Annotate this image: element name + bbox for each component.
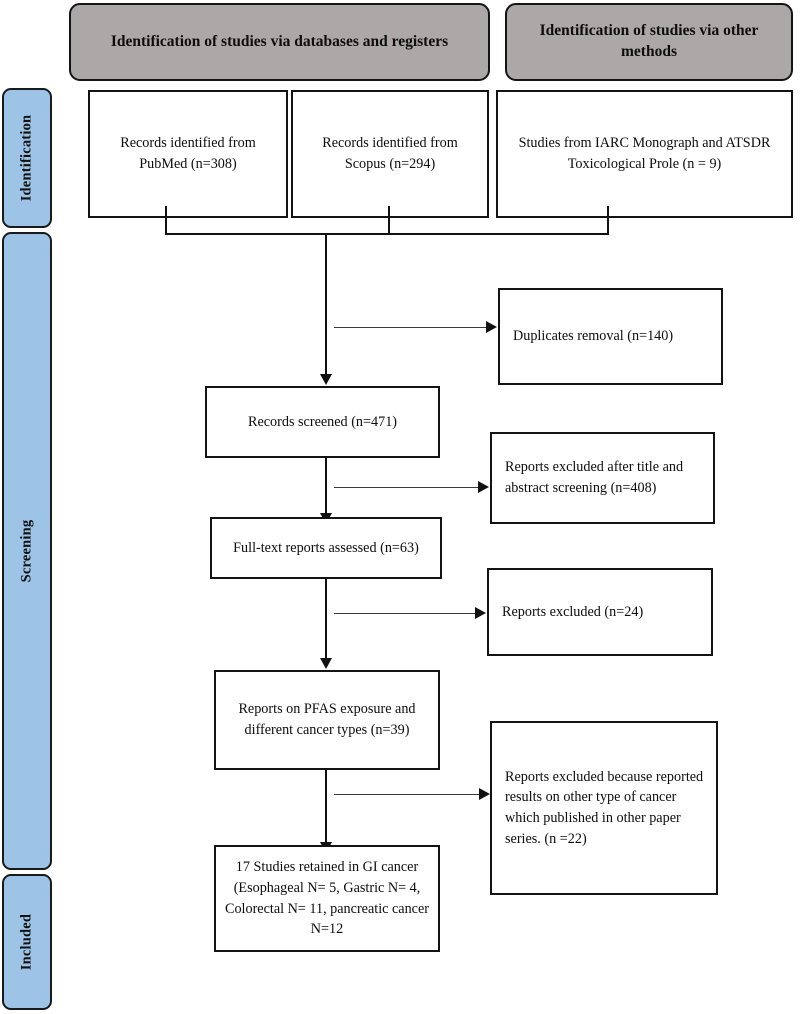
node-fulltext-assessed-label: Full-text reports assessed (n=63) <box>233 539 419 556</box>
connector-to-excluded-reports <box>334 613 476 614</box>
node-included-final-label: 17 Studies retained in GI cancer (Esopha… <box>224 859 430 938</box>
node-excluded-title-abstract-label: Reports excluded after title and abstrac… <box>505 459 684 496</box>
stage-bar-identification: Identification <box>2 88 52 228</box>
arrowhead-to-excluded-other-cancer <box>479 788 490 800</box>
connector-to-excluded-other-cancer <box>334 794 480 795</box>
connector-to-excluded-title-abstract <box>334 487 479 488</box>
node-records-pubmed: Records identified from PubMed (n=308) <box>88 90 288 218</box>
connector-merge-bar <box>165 233 609 235</box>
node-duplicates-removal: Duplicates removal (n=140) <box>498 288 723 385</box>
connector-to-duplicates <box>334 327 487 328</box>
arrowhead-to-duplicates <box>486 321 497 333</box>
node-records-screened: Records screened (n=471) <box>205 386 440 458</box>
node-pfas-reports-label: Reports on PFAS exposure and different c… <box>238 701 416 738</box>
connector-scopus-stub <box>388 206 390 234</box>
node-duplicates-removal-label: Duplicates removal (n=140) <box>513 328 674 345</box>
arrowhead-to-pfas <box>320 658 332 669</box>
header-other-methods: Identification of studies via other meth… <box>505 3 793 81</box>
arrowhead-to-screened <box>320 374 332 385</box>
node-excluded-reports-label: Reports excluded (n=24) <box>502 603 644 620</box>
connector-fulltext-to-pfas <box>325 579 327 661</box>
stage-label-included: Included <box>18 913 35 971</box>
connector-pubmed-stub <box>165 206 167 234</box>
node-records-scopus: Records identified from Scopus (n=294) <box>291 90 489 218</box>
node-excluded-title-abstract: Reports excluded after title and abstrac… <box>490 432 715 524</box>
connector-screened-to-fulltext <box>325 458 327 516</box>
connector-trunk-to-screened <box>325 233 327 376</box>
node-excluded-reports: Reports excluded (n=24) <box>487 568 713 656</box>
node-excluded-other-cancer: Reports excluded because reported result… <box>490 721 718 895</box>
stage-bar-screening: Screening <box>2 232 52 870</box>
node-records-pubmed-label: Records identified from PubMed (n=308) <box>120 135 256 172</box>
node-other-sources-label: Studies from IARC Monograph and ATSDR To… <box>518 135 771 172</box>
stage-bar-included: Included <box>2 874 52 1010</box>
connector-other-stub <box>607 206 609 234</box>
node-pfas-reports: Reports on PFAS exposure and different c… <box>214 670 440 770</box>
node-fulltext-assessed: Full-text reports assessed (n=63) <box>210 517 442 579</box>
header-databases-registers: Identification of studies via databases … <box>69 3 490 81</box>
node-records-scopus-label: Records identified from Scopus (n=294) <box>322 135 458 172</box>
connector-pfas-to-included <box>325 770 327 846</box>
header-other-methods-label: Identification of studies via other meth… <box>539 22 759 60</box>
arrowhead-to-excluded-reports <box>475 607 486 619</box>
node-other-sources: Studies from IARC Monograph and ATSDR To… <box>496 90 793 218</box>
stage-label-identification: Identification <box>18 114 35 202</box>
node-excluded-other-cancer-label: Reports excluded because reported result… <box>505 768 704 847</box>
stage-label-screening: Screening <box>18 519 35 583</box>
node-included-final: 17 Studies retained in GI cancer (Esopha… <box>214 845 440 952</box>
arrowhead-to-excluded-title-abstract <box>478 481 489 493</box>
node-records-screened-label: Records screened (n=471) <box>247 413 398 430</box>
header-databases-registers-label: Identification of studies via databases … <box>110 32 449 50</box>
